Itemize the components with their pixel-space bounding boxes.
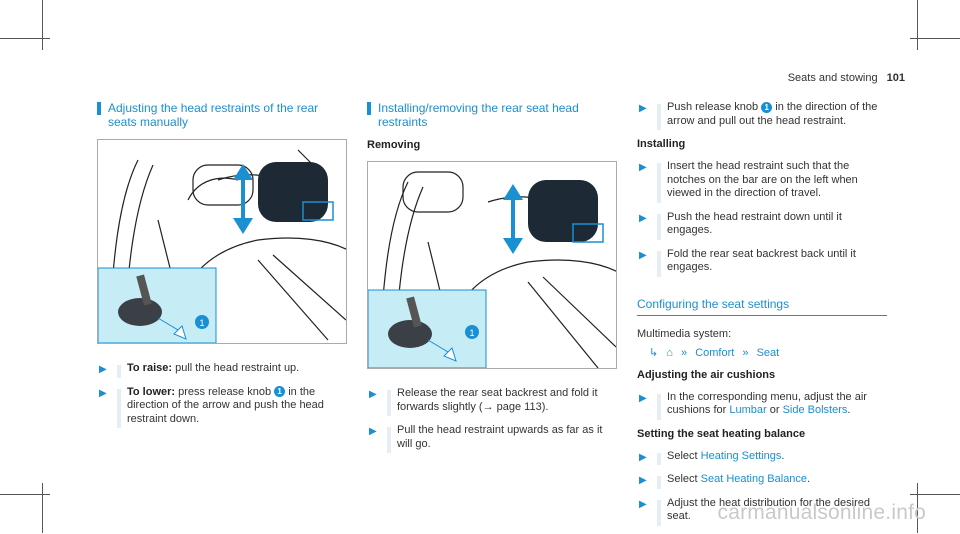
figure-head-restraint-remove: 1 <box>367 161 617 369</box>
crop-mark <box>910 38 960 39</box>
column-2: Installing/removing the rear seat head r… <box>367 101 617 461</box>
step-adjust-air: ▶ In the corresponding menu, adjust the … <box>637 390 887 420</box>
section-title: Installing/removing the rear seat head r… <box>367 101 617 129</box>
figure-head-restraint-adjust: 1 <box>97 139 347 344</box>
page-number: 101 <box>886 72 905 84</box>
step-text: Insert the head restraint such that the … <box>667 160 858 199</box>
seat-illustration: 1 <box>98 149 346 343</box>
subheading-air-cushions: Adjusting the air cushions <box>637 368 776 381</box>
crop-mark <box>0 494 50 495</box>
step-text: . <box>781 449 785 462</box>
multimedia-label: Multimedia system: <box>637 327 732 340</box>
step-pull-restraint: ▶ Pull the head restraint upwards as far… <box>367 424 617 453</box>
step-fold-backrest: ▶ Fold the rear seat backrest back until… <box>637 247 887 277</box>
step-text: . <box>807 473 811 485</box>
arrow-icon: ▶ <box>369 426 377 437</box>
page-header: Seats and stowing 101 <box>788 72 905 84</box>
arrow-icon: ▶ <box>99 387 107 399</box>
column-3: ▶ Push release knob 1 in the direction o… <box>637 101 887 534</box>
step-push-down: ▶ Push the head restraint down until it … <box>637 210 887 240</box>
step-text: . <box>847 404 851 416</box>
step-text: or <box>769 404 780 416</box>
arrow-icon: ▶ <box>639 451 647 463</box>
chevron-right-icon: » <box>681 346 688 359</box>
arrow-icon: ▶ <box>639 392 647 404</box>
figure-knob-label: 1 <box>199 318 204 328</box>
crop-mark <box>910 494 960 495</box>
step-raise: ▶ To raise: pull the head restraint up. <box>97 362 347 377</box>
figure-knob-label: 1 <box>469 328 474 338</box>
step-text: pull the head restraint up. <box>175 362 300 374</box>
step-select-heating: ▶ Select Heating Settings. <box>637 449 887 465</box>
arrow-icon: ▶ <box>639 498 647 510</box>
arrow-icon: ▶ <box>639 162 647 173</box>
crop-mark <box>917 483 918 533</box>
watermark: carmanualsonline.info <box>717 501 926 524</box>
subheading-heating-balance: Setting the seat heating balance <box>637 427 806 440</box>
arrow-icon: ▶ <box>639 475 647 486</box>
step-lower: ▶ To lower: press release knob 1 in the … <box>97 385 347 428</box>
step-text: in the direction of the arrow and push t… <box>127 385 324 425</box>
section-title-config: Configuring the seat settings <box>637 297 887 316</box>
step-text: in the direction of the arrow and pull o… <box>667 101 878 127</box>
step-text: Select <box>667 473 698 485</box>
subheading-removing: Removing <box>367 139 421 151</box>
release-knob-callout: 1 <box>274 386 286 398</box>
crop-mark <box>42 0 43 50</box>
arrow-icon: ▶ <box>369 389 377 400</box>
menu-option-heating-settings: Heating Settings <box>700 449 782 462</box>
step-text: Adjust the heat distribution for the des… <box>667 496 871 523</box>
step-select-balance: ▶ Select Seat Heating Balance. <box>637 473 887 488</box>
step-text: Select <box>667 449 698 462</box>
menu-item-comfort: Comfort <box>695 346 735 359</box>
arrow-icon: ▶ <box>639 249 647 261</box>
step-text: Fold the rear seat backrest back until i… <box>667 247 856 274</box>
chapter-title: Seats and stowing <box>787 72 878 84</box>
step-label: To raise: <box>127 362 173 374</box>
seat-illustration: 1 <box>368 171 616 368</box>
arrow-icon: ▶ <box>99 364 107 375</box>
step-text: Release the rear seat backrest and fold … <box>397 387 598 413</box>
arrow-icon: ▶ <box>639 212 647 224</box>
home-icon: ⌂ <box>666 346 673 359</box>
step-release-backrest: ▶ Release the rear seat backrest and fol… <box>367 387 617 416</box>
step-text: Push release knob <box>667 101 759 113</box>
step-text: In the corresponding menu, adjust the ai… <box>667 390 867 417</box>
crop-mark <box>917 0 918 50</box>
subheading-installing: Installing <box>637 138 686 150</box>
crop-mark <box>42 483 43 533</box>
step-push-knob: ▶ Push release knob 1 in the direction o… <box>637 101 887 130</box>
menu-option-side-bolsters: Side Bolsters <box>782 404 848 416</box>
chevron-right-icon: » <box>742 346 749 359</box>
step-text: Push the head restraint down until it en… <box>667 210 842 237</box>
step-text: Pull the head restraint upwards as far a… <box>397 424 603 450</box>
menu-option-seat-heating-balance: Seat Heating Balance <box>700 473 808 485</box>
step-text: press release knob <box>178 385 272 398</box>
column-1: Adjusting the head restraints of the rea… <box>97 101 347 436</box>
menu-arrow-icon: ↳ <box>649 346 659 359</box>
crop-mark <box>0 38 50 39</box>
step-label: To lower: <box>127 385 176 398</box>
step-insert-restraint: ▶ Insert the head restraint such that th… <box>637 160 887 202</box>
menu-path: ↳ ⌂ » Comfort » Seat <box>637 346 887 359</box>
menu-item-seat: Seat <box>756 346 780 359</box>
menu-option-lumbar: Lumbar <box>729 404 767 416</box>
release-knob-callout: 1 <box>761 101 773 113</box>
step-adjust-heat: ▶ Adjust the heat distribution for the d… <box>637 496 887 526</box>
arrow-icon: ▶ <box>639 103 647 114</box>
section-title: Adjusting the head restraints of the rea… <box>97 101 347 129</box>
